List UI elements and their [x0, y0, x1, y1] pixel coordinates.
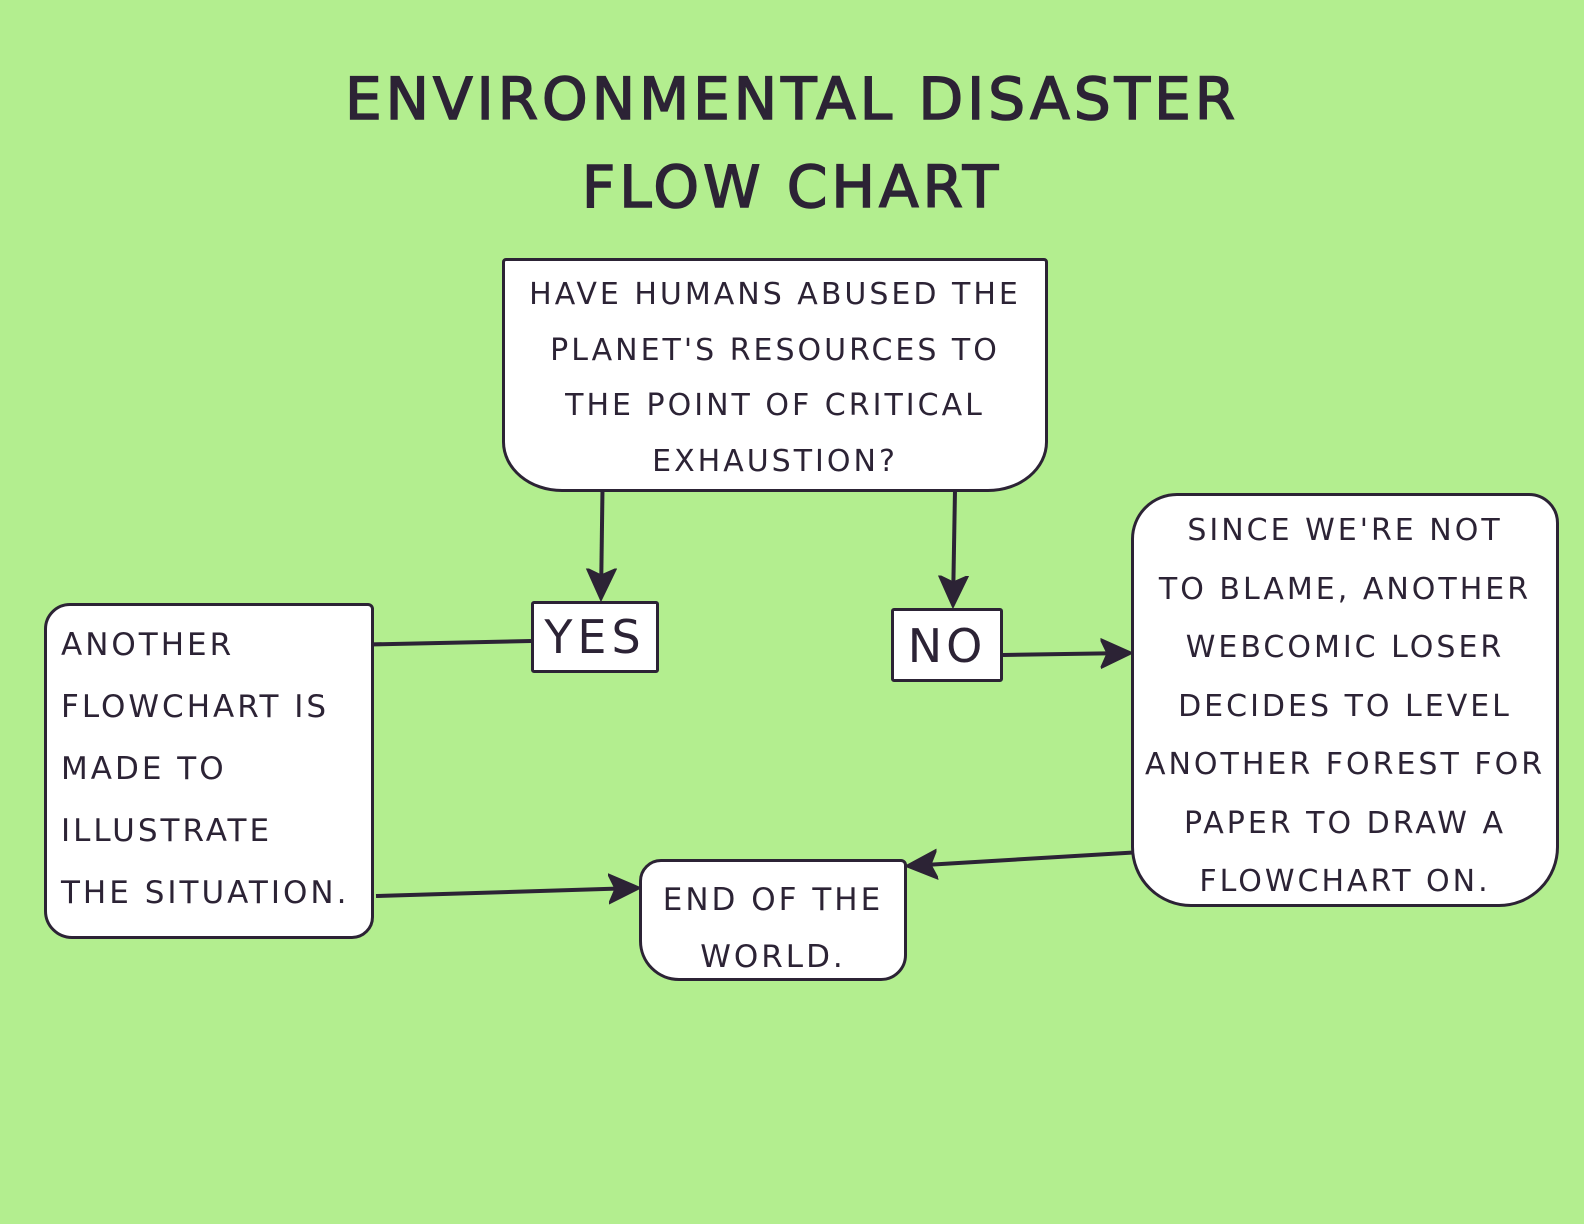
chart-title-line2-text: Flow Chart — [581, 153, 1003, 221]
node-yes-text: Yes — [544, 610, 646, 664]
node-not-to-blame: Since we're not to blame, another webcom… — [1131, 493, 1559, 907]
node-question: Have humans abused the planet's resource… — [502, 258, 1048, 492]
edge-not-to-blame-to-end — [908, 851, 1159, 866]
edge-question-to-no — [953, 489, 955, 605]
node-another-flowchart-text: Another Flowchart is made to illustrate … — [61, 627, 350, 911]
node-no-text: No — [907, 619, 987, 673]
node-not-to-blame-text: Since we're not to blame, another webcom… — [1144, 513, 1546, 899]
chart-title-line1: Environmental Disaster — [0, 65, 1584, 133]
edge-another-flowchart-to-end — [375, 888, 638, 896]
node-end-of-the-world-text: End of the world. — [662, 882, 884, 976]
node-another-flowchart: Another Flowchart is made to illustrate … — [44, 603, 374, 939]
node-end-of-the-world: End of the world. — [639, 859, 907, 981]
chart-title-line2: Flow Chart — [0, 153, 1584, 221]
node-no: No — [891, 608, 1003, 682]
chart-title-line1-text: Environmental Disaster — [344, 65, 1240, 133]
edge-yes-to-another-flowchart — [344, 641, 532, 645]
node-question-text: Have humans abused the planet's resource… — [529, 277, 1021, 479]
edge-no-to-not-to-blame — [1002, 653, 1130, 655]
node-yes: Yes — [531, 601, 659, 673]
